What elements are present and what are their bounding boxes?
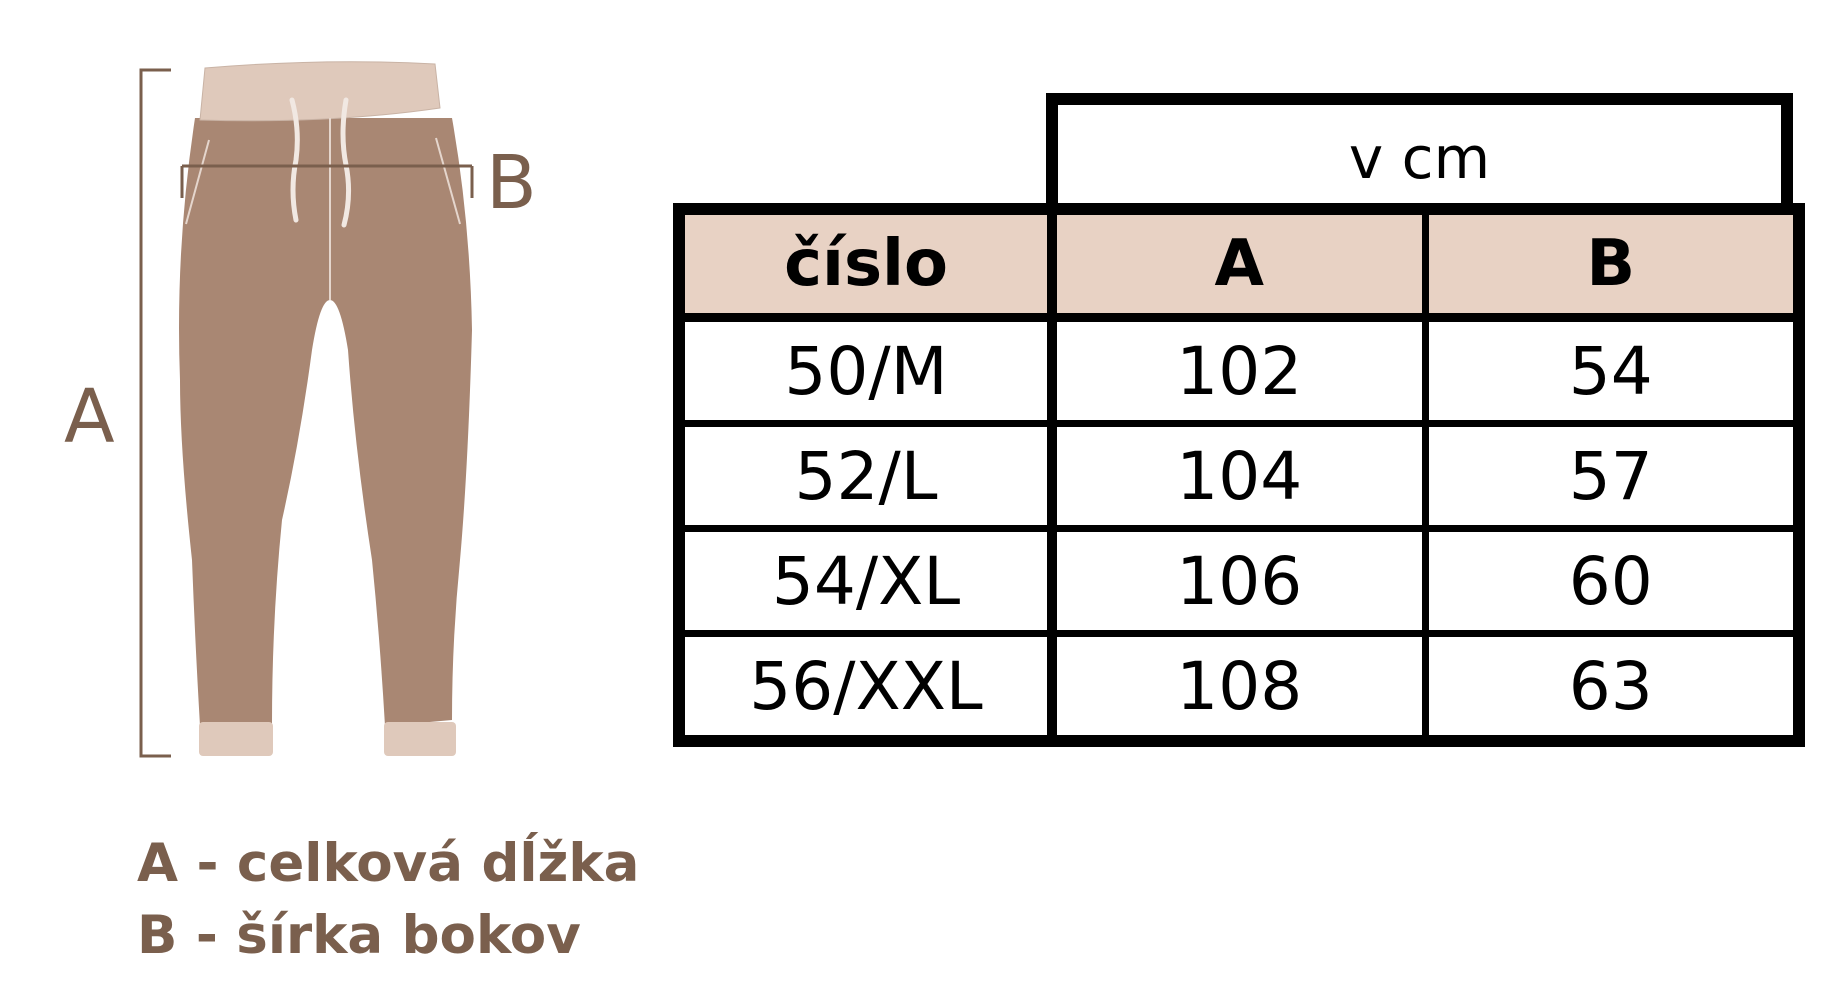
pants-illustration — [139, 61, 474, 758]
size-cell: 56/XXL — [675, 630, 1057, 745]
length-cell: 108 — [1048, 630, 1429, 745]
pants-body — [179, 118, 472, 726]
unit-header: v cm — [1046, 93, 1793, 207]
drawstring-left — [289, 97, 300, 223]
table-row: 50/M 102 54 — [675, 314, 1803, 427]
column-header-b: B — [1421, 205, 1803, 322]
dimension-label-a: A — [64, 374, 115, 460]
column-header-size: číslo — [675, 205, 1057, 322]
table-row: 52/L 104 57 — [675, 420, 1803, 532]
hip-width-cell: 60 — [1421, 525, 1803, 637]
legend-item-a: A - celková dĺžka — [137, 833, 640, 894]
left-cuff — [199, 722, 273, 756]
length-cell: 102 — [1048, 314, 1429, 427]
waistband — [199, 61, 441, 122]
length-cell: 104 — [1048, 420, 1429, 532]
size-chart: v cm číslo A B 50/M 102 54 52/L 104 57 5… — [673, 93, 1805, 747]
hip-width-cell: 54 — [1421, 314, 1803, 427]
legend: A - celková dĺžka B - šírka bokov — [137, 828, 639, 972]
hip-width-measure-line — [180, 164, 474, 198]
legend-item-b: B - šírka bokov — [137, 905, 581, 966]
table-header-row: číslo A B — [675, 205, 1803, 322]
size-cell: 54/XL — [675, 525, 1057, 637]
right-cuff — [384, 722, 456, 756]
table-row: 56/XXL 108 63 — [675, 630, 1803, 745]
hip-width-cell: 63 — [1421, 630, 1803, 745]
size-cell: 50/M — [675, 314, 1057, 427]
dimension-label-b: B — [486, 140, 537, 226]
column-header-a: A — [1048, 205, 1429, 322]
length-measure-bracket — [139, 68, 171, 758]
size-table: číslo A B 50/M 102 54 52/L 104 57 54/XL … — [673, 203, 1805, 747]
size-cell: 52/L — [675, 420, 1057, 532]
length-cell: 106 — [1048, 525, 1429, 637]
hip-width-cell: 57 — [1421, 420, 1803, 532]
table-row: 54/XL 106 60 — [675, 525, 1803, 637]
